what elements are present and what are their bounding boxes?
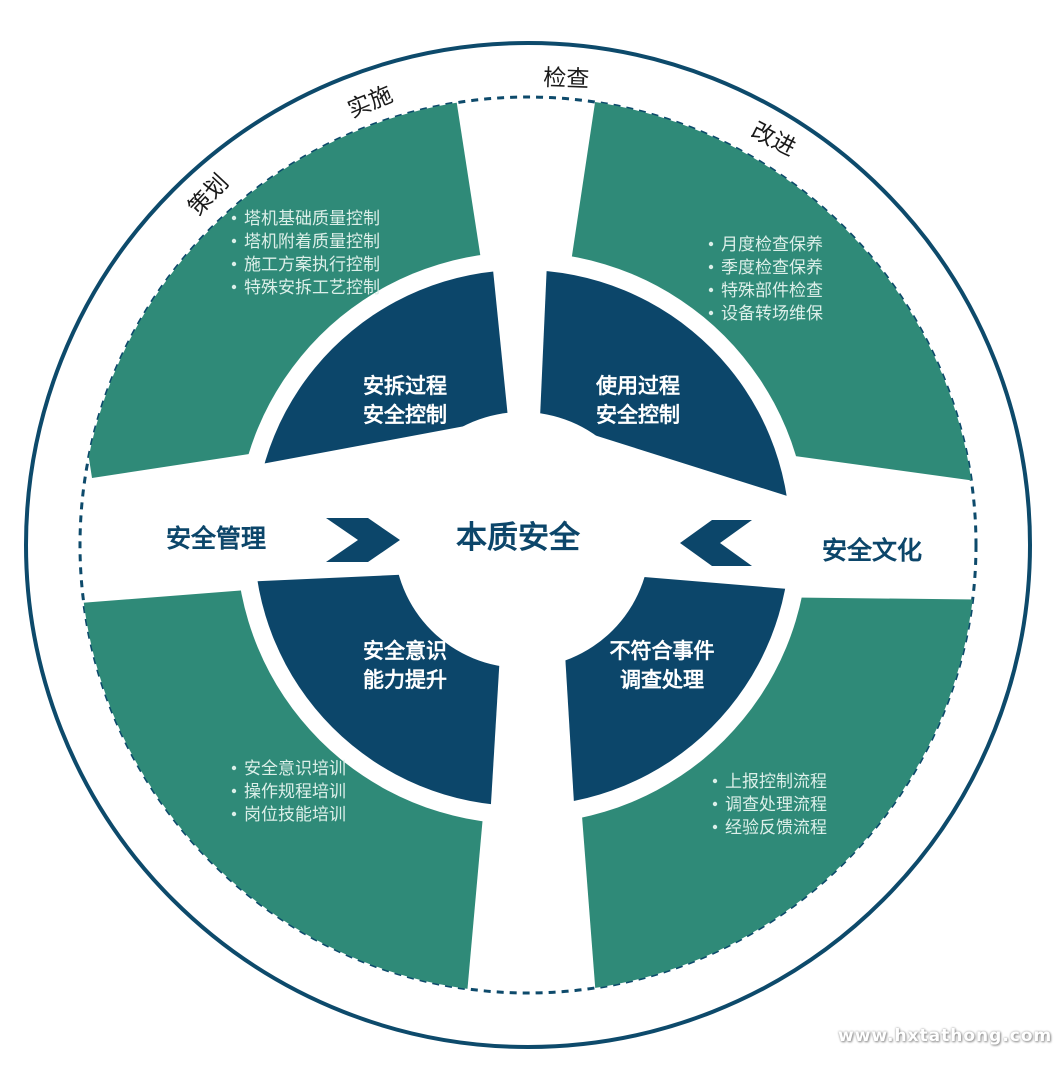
bullet-bottom-right-2 (712, 824, 718, 830)
inner-label-bottom-right-line-1: 调查处理 (620, 668, 704, 692)
cycle-label-0: 策划 (184, 170, 234, 221)
list-item-bottom-left-2: 岗位技能培训 (244, 805, 346, 825)
list-item-top-right-3: 设备转场维保 (721, 304, 823, 324)
inner-label-bottom-left-line-0: 安全意识 (363, 639, 447, 663)
cycle-label-2: 检查 (543, 65, 590, 93)
inner-label-bottom-left-line-1: 能力提升 (363, 668, 447, 692)
side-label-left: 安全管理 (166, 524, 266, 553)
bullet-bottom-right-1 (712, 801, 718, 807)
list-item-top-right-1: 季度检查保养 (721, 258, 823, 278)
list-item-top-right-0: 月度检查保养 (721, 235, 823, 255)
inner-label-top-left-line-1: 安全控制 (363, 403, 447, 427)
bullet-top-left-2 (231, 261, 237, 267)
bullet-top-left-3 (231, 284, 237, 290)
outer-ring (24, 41, 1032, 1049)
bullet-top-right-0 (708, 241, 714, 247)
list-item-bottom-left-0: 安全意识培训 (244, 759, 346, 779)
inner-label-top-right-line-1: 安全控制 (596, 403, 680, 427)
bullet-top-left-1 (231, 238, 237, 244)
inner-label-top-left-line-0: 安拆过程 (363, 374, 447, 398)
center-label: 本质安全 (456, 520, 581, 556)
list-item-bottom-right-0: 上报控制流程 (725, 772, 827, 792)
list-item-bottom-right-1: 调查处理流程 (725, 795, 827, 815)
list-item-bottom-left-1: 操作规程培训 (244, 782, 346, 802)
bullet-bottom-left-2 (231, 811, 237, 817)
list-item-top-left-2: 施工方案执行控制 (244, 255, 380, 275)
list-item-bottom-right-2: 经验反馈流程 (725, 818, 827, 838)
dashed-ring (78, 95, 978, 995)
arrow-right-icon (326, 518, 400, 562)
bullet-top-left-0 (231, 215, 237, 221)
bullet-top-right-1 (708, 264, 714, 270)
list-item-top-left-1: 塔机附着质量控制 (244, 232, 380, 252)
list-item-top-right-2: 特殊部件检查 (721, 281, 823, 301)
bullet-top-right-2 (708, 287, 714, 293)
center-hub (394, 412, 650, 668)
bullet-bottom-left-0 (231, 765, 237, 771)
watermark: www.hxtathong.com (838, 1026, 1053, 1046)
arrow-left-icon (680, 520, 752, 566)
bullet-top-right-3 (708, 310, 714, 316)
bullet-bottom-right-0 (712, 778, 718, 784)
inner-label-bottom-right-line-0: 不符合事件 (610, 639, 715, 663)
bullet-bottom-left-1 (231, 788, 237, 794)
side-label-right: 安全文化 (822, 536, 922, 565)
list-item-top-left-3: 特殊安拆工艺控制 (244, 278, 380, 298)
cycle-label-1: 实施 (344, 82, 397, 124)
cycle-label-3: 改进 (747, 118, 800, 162)
list-item-top-left-0: 塔机基础质量控制 (244, 209, 380, 229)
inner-label-top-right-line-0: 使用过程 (595, 374, 680, 398)
